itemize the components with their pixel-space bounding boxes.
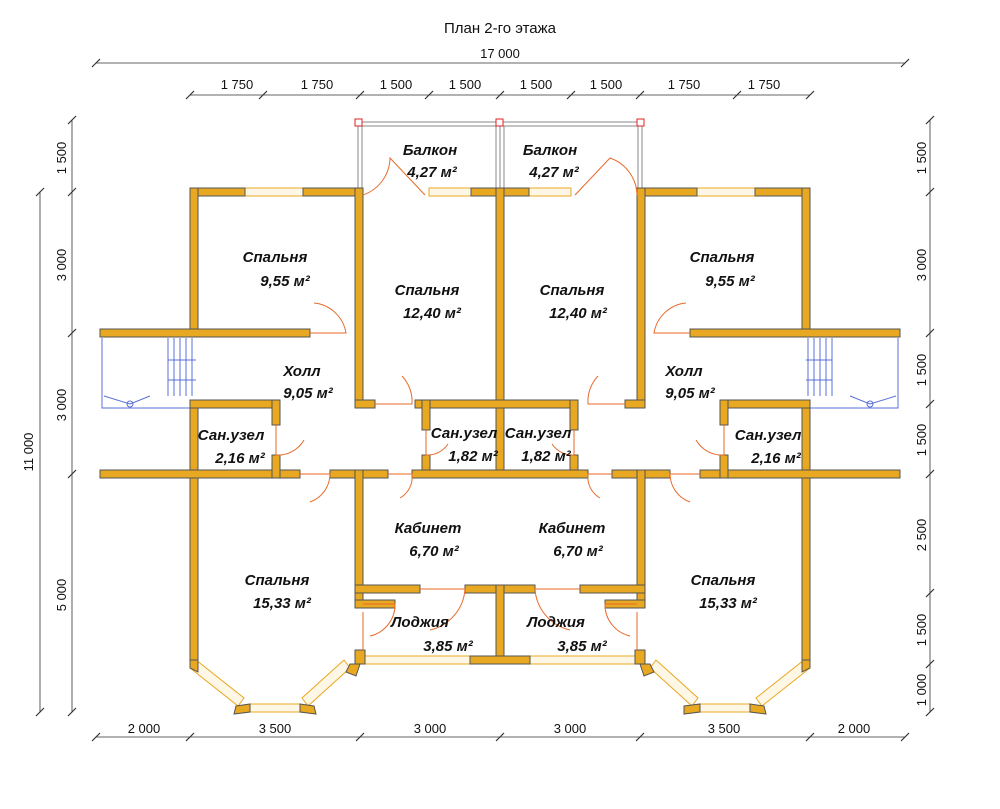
svg-text:9,55 м²: 9,55 м² xyxy=(260,273,310,290)
room-bedroom-6: Спальня 15,33 м² xyxy=(691,572,758,612)
room-bedroom-1: Спальня 9,55 м² xyxy=(243,249,311,290)
svg-text:12,40 м²: 12,40 м² xyxy=(549,305,608,322)
svg-text:1,82 м²: 1,82 м² xyxy=(448,448,498,465)
svg-text:Сан.узел: Сан.узел xyxy=(505,425,572,442)
staircase-right xyxy=(806,338,899,409)
svg-text:6,70 м²: 6,70 м² xyxy=(409,543,459,560)
svg-text:6,70 м²: 6,70 м² xyxy=(553,543,603,560)
dim-top-2: 1 750 xyxy=(301,77,334,92)
room-labels: Балкон 4,27 м² Балкон 4,27 м² Спальня 9,… xyxy=(198,142,802,655)
dim-right-3: 1 500 xyxy=(914,354,929,387)
dim-bottom-4: 3 000 xyxy=(554,721,587,736)
svg-text:Спальня: Спальня xyxy=(245,572,310,589)
dimension-top-total: 17 000 xyxy=(91,46,910,68)
dim-right-2: 3 000 xyxy=(914,249,929,282)
dim-top-1: 1 750 xyxy=(221,77,254,92)
dim-right-5: 2 500 xyxy=(914,519,929,552)
room-bedroom-5: Спальня 15,33 м² xyxy=(245,572,312,612)
dim-left-1: 1 500 xyxy=(54,142,69,175)
dim-top-7: 1 750 xyxy=(668,77,701,92)
svg-text:4,27 м²: 4,27 м² xyxy=(528,164,579,181)
svg-text:15,33 м²: 15,33 м² xyxy=(699,595,758,612)
dim-total-width: 17 000 xyxy=(480,46,520,61)
svg-text:4,27 м²: 4,27 м² xyxy=(406,164,457,181)
windows xyxy=(189,187,811,713)
dimension-top-segments: 1 750 1 750 1 500 1 500 1 500 1 500 1 75… xyxy=(185,77,815,100)
dim-left-total: 11 000 xyxy=(21,433,36,472)
room-hall-left: Холл 9,05 м² xyxy=(282,363,333,402)
room-loggia-right: Лоджия 3,85 м² xyxy=(526,614,608,655)
dim-bottom-6: 2 000 xyxy=(838,721,871,736)
dim-right-4: 1 500 xyxy=(914,424,929,457)
dimension-bottom-segments: 2 000 3 500 3 000 3 000 3 500 2 000 xyxy=(91,721,910,742)
dim-right-7: 1 000 xyxy=(914,674,929,707)
svg-text:Спальня: Спальня xyxy=(540,282,605,299)
room-office-right: Кабинет 6,70 м² xyxy=(539,520,606,560)
room-loggia-left: Лоджия 3,85 м² xyxy=(390,614,474,655)
svg-text:Спальня: Спальня xyxy=(690,249,755,266)
svg-text:Спальня: Спальня xyxy=(243,249,308,266)
svg-text:Холл: Холл xyxy=(282,363,321,380)
doors xyxy=(275,156,725,650)
dim-right-1: 1 500 xyxy=(914,142,929,175)
room-hall-right: Холл 9,05 м² xyxy=(664,363,715,402)
svg-text:Лоджия: Лоджия xyxy=(390,614,449,631)
svg-text:Спальня: Спальня xyxy=(691,572,756,589)
room-office-left: Кабинет 6,70 м² xyxy=(395,520,462,560)
dimension-right-segments: 1 500 3 000 1 500 1 500 2 500 1 500 1 00… xyxy=(914,115,935,717)
svg-text:9,05 м²: 9,05 м² xyxy=(665,385,715,402)
svg-text:1,82 м²: 1,82 м² xyxy=(521,448,571,465)
svg-text:Сан.узел: Сан.узел xyxy=(735,427,802,444)
svg-text:2,16 м²: 2,16 м² xyxy=(214,450,265,467)
svg-text:Сан.узел: Сан.узел xyxy=(198,427,265,444)
svg-text:Балкон: Балкон xyxy=(523,142,577,159)
dimension-left-total: 11 000 xyxy=(21,187,45,717)
balcony-railings xyxy=(354,118,645,188)
svg-text:15,33 м²: 15,33 м² xyxy=(253,595,312,612)
dim-bottom-1: 2 000 xyxy=(128,721,161,736)
room-bathroom-1: Сан.узел 2,16 м² xyxy=(198,427,266,467)
room-bathroom-2: Сан.узел 1,82 м² xyxy=(431,425,499,465)
staircase-left xyxy=(101,338,196,409)
svg-text:12,40 м²: 12,40 м² xyxy=(403,305,462,322)
room-bedroom-4: Спальня 9,55 м² xyxy=(690,249,756,290)
dim-left-4: 5 000 xyxy=(54,579,69,612)
svg-text:Сан.узел: Сан.узел xyxy=(431,425,498,442)
dim-left-2: 3 000 xyxy=(54,249,69,282)
dim-top-4: 1 500 xyxy=(449,77,482,92)
room-bedroom-2: Спальня 12,40 м² xyxy=(395,282,462,322)
dim-bottom-3: 3 000 xyxy=(414,721,447,736)
room-bathroom-3: Сан.узел 1,82 м² xyxy=(505,425,572,465)
dim-top-5: 1 500 xyxy=(520,77,553,92)
svg-text:2,16 м²: 2,16 м² xyxy=(750,450,801,467)
plan-title: План 2-го этажа xyxy=(444,20,557,37)
svg-text:3,85 м²: 3,85 м² xyxy=(423,638,473,655)
dim-right-6: 1 500 xyxy=(914,614,929,647)
dim-bottom-5: 3 500 xyxy=(708,721,741,736)
dim-left-3: 3 000 xyxy=(54,389,69,422)
svg-text:Кабинет: Кабинет xyxy=(395,520,462,537)
svg-text:Спальня: Спальня xyxy=(395,282,460,299)
dim-top-8: 1 750 xyxy=(748,77,781,92)
room-bedroom-3: Спальня 12,40 м² xyxy=(540,282,608,322)
dimension-left-segments: 1 500 3 000 3 000 5 000 xyxy=(54,115,77,717)
svg-text:Балкон: Балкон xyxy=(403,142,457,159)
room-balcony-right: Балкон 4,27 м² xyxy=(523,142,580,181)
svg-text:Лоджия: Лоджия xyxy=(526,614,585,631)
svg-text:Кабинет: Кабинет xyxy=(539,520,606,537)
room-balcony-left: Балкон 4,27 м² xyxy=(403,142,458,181)
room-bathroom-4: Сан.узел 2,16 м² xyxy=(735,427,802,467)
svg-text:Холл: Холл xyxy=(664,363,703,380)
svg-text:3,85 м²: 3,85 м² xyxy=(557,638,607,655)
svg-text:9,05 м²: 9,05 м² xyxy=(283,385,333,402)
svg-text:9,55 м²: 9,55 м² xyxy=(705,273,755,290)
dim-top-6: 1 500 xyxy=(590,77,623,92)
dim-top-3: 1 500 xyxy=(380,77,413,92)
dim-bottom-2: 3 500 xyxy=(259,721,292,736)
